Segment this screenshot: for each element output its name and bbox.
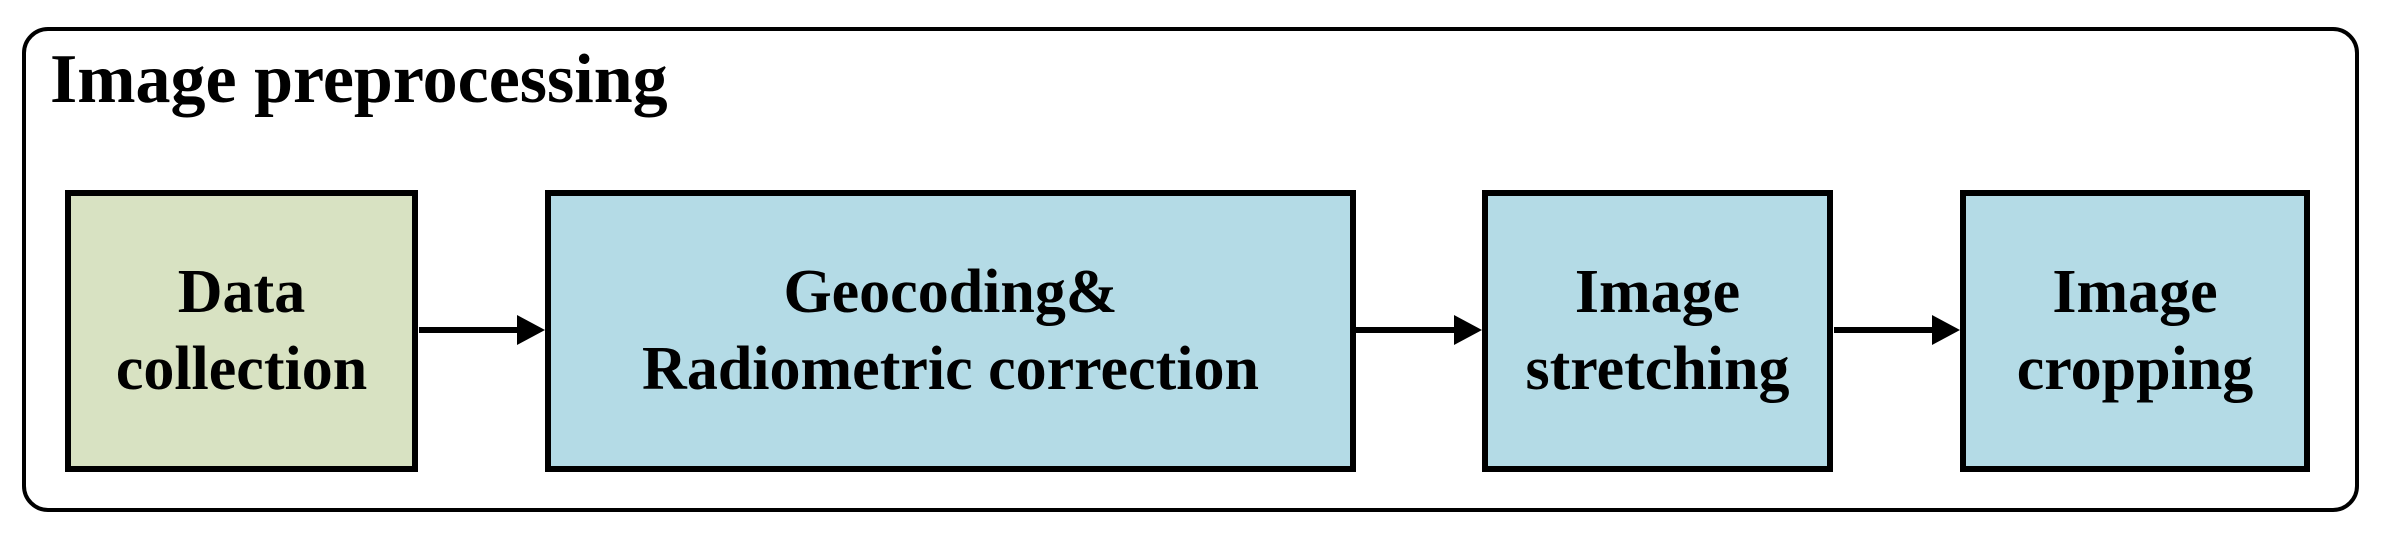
node-label-line: Image — [1574, 258, 1741, 326]
node-image-cropping: Image cropping — [1960, 190, 2310, 472]
arrow-head-icon — [1932, 315, 1960, 345]
flow-arrow-2 — [1356, 315, 1482, 345]
arrow-shaft — [419, 327, 523, 333]
arrow-shaft — [1356, 327, 1460, 333]
node-label-line: stretching — [1525, 335, 1790, 403]
node-geocoding-radiometric-correction: Geocoding& Radiometric correction — [545, 190, 1356, 472]
arrow-head-icon — [1454, 315, 1482, 345]
arrow-head-icon — [517, 315, 545, 345]
flow-arrow-1 — [419, 315, 545, 345]
node-label-line: Geocoding& — [783, 258, 1118, 326]
group-title: Image preprocessing — [50, 41, 668, 118]
node-label-line: Data — [177, 258, 306, 326]
node-label-line: collection — [115, 335, 368, 403]
node-label-line: Radiometric correction — [642, 335, 1259, 403]
node-image-stretching: Image stretching — [1482, 190, 1833, 472]
flow-arrow-3 — [1834, 315, 1960, 345]
node-label-line: cropping — [2016, 335, 2254, 403]
node-data-collection: Data collection — [65, 190, 418, 472]
arrow-shaft — [1834, 327, 1938, 333]
node-label-line: Image — [2052, 258, 2218, 326]
